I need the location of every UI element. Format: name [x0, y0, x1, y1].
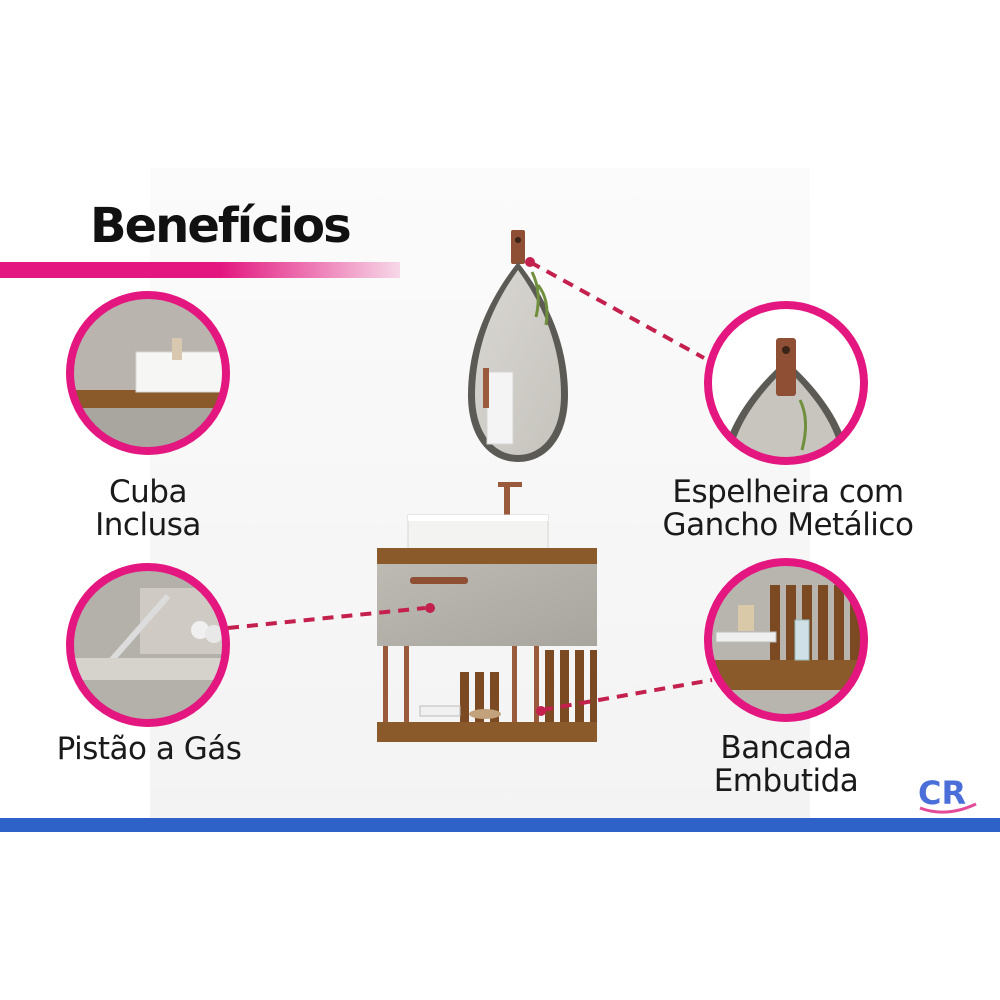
dot-marker-icon	[425, 603, 435, 613]
feature-label-bancada: Bancada Embutida	[700, 732, 872, 798]
callout-bancada	[704, 558, 868, 722]
callout-espelheira	[704, 301, 868, 465]
mirror	[468, 230, 568, 462]
feature-label-line: Bancada	[720, 730, 852, 766]
feature-label-pistao: Pistão a Gás	[44, 733, 254, 766]
feature-label-espelheira: Espelheira com Gancho Metálico	[655, 476, 921, 542]
feature-label-line: Espelheira com	[672, 474, 904, 510]
feature-label-line: Gancho Metálico	[662, 507, 914, 543]
strap-rivet-icon	[515, 237, 521, 243]
page-title: Benefícios	[90, 198, 352, 254]
bottom-shelf	[377, 722, 597, 742]
books	[419, 705, 461, 717]
callout-leaders	[227, 260, 713, 712]
vanity	[377, 482, 597, 742]
dot-marker-icon	[536, 706, 546, 716]
brand-logo-text: CR	[918, 774, 966, 812]
feature-label-cuba: Cuba Inclusa	[78, 476, 218, 542]
drawer-handle	[410, 577, 468, 584]
feature-label-line: Pistão a Gás	[56, 731, 242, 767]
feature-label-line: Embutida	[713, 763, 859, 799]
feature-label-line: Cuba	[109, 474, 187, 510]
mirror-strap	[511, 230, 525, 264]
brand-logo: CR	[918, 774, 977, 814]
bottom-accent-bar	[0, 818, 1000, 832]
callout-cuba	[66, 291, 230, 455]
title-underline	[0, 262, 400, 278]
callout-pistao	[66, 563, 230, 727]
feature-label-line: Inclusa	[95, 507, 201, 543]
faucet-icon	[498, 482, 522, 525]
plant-reflection	[530, 271, 549, 326]
towel-reflection	[486, 371, 514, 445]
dot-marker-icon	[525, 257, 535, 267]
countertop	[377, 548, 597, 564]
drawer	[377, 564, 597, 646]
